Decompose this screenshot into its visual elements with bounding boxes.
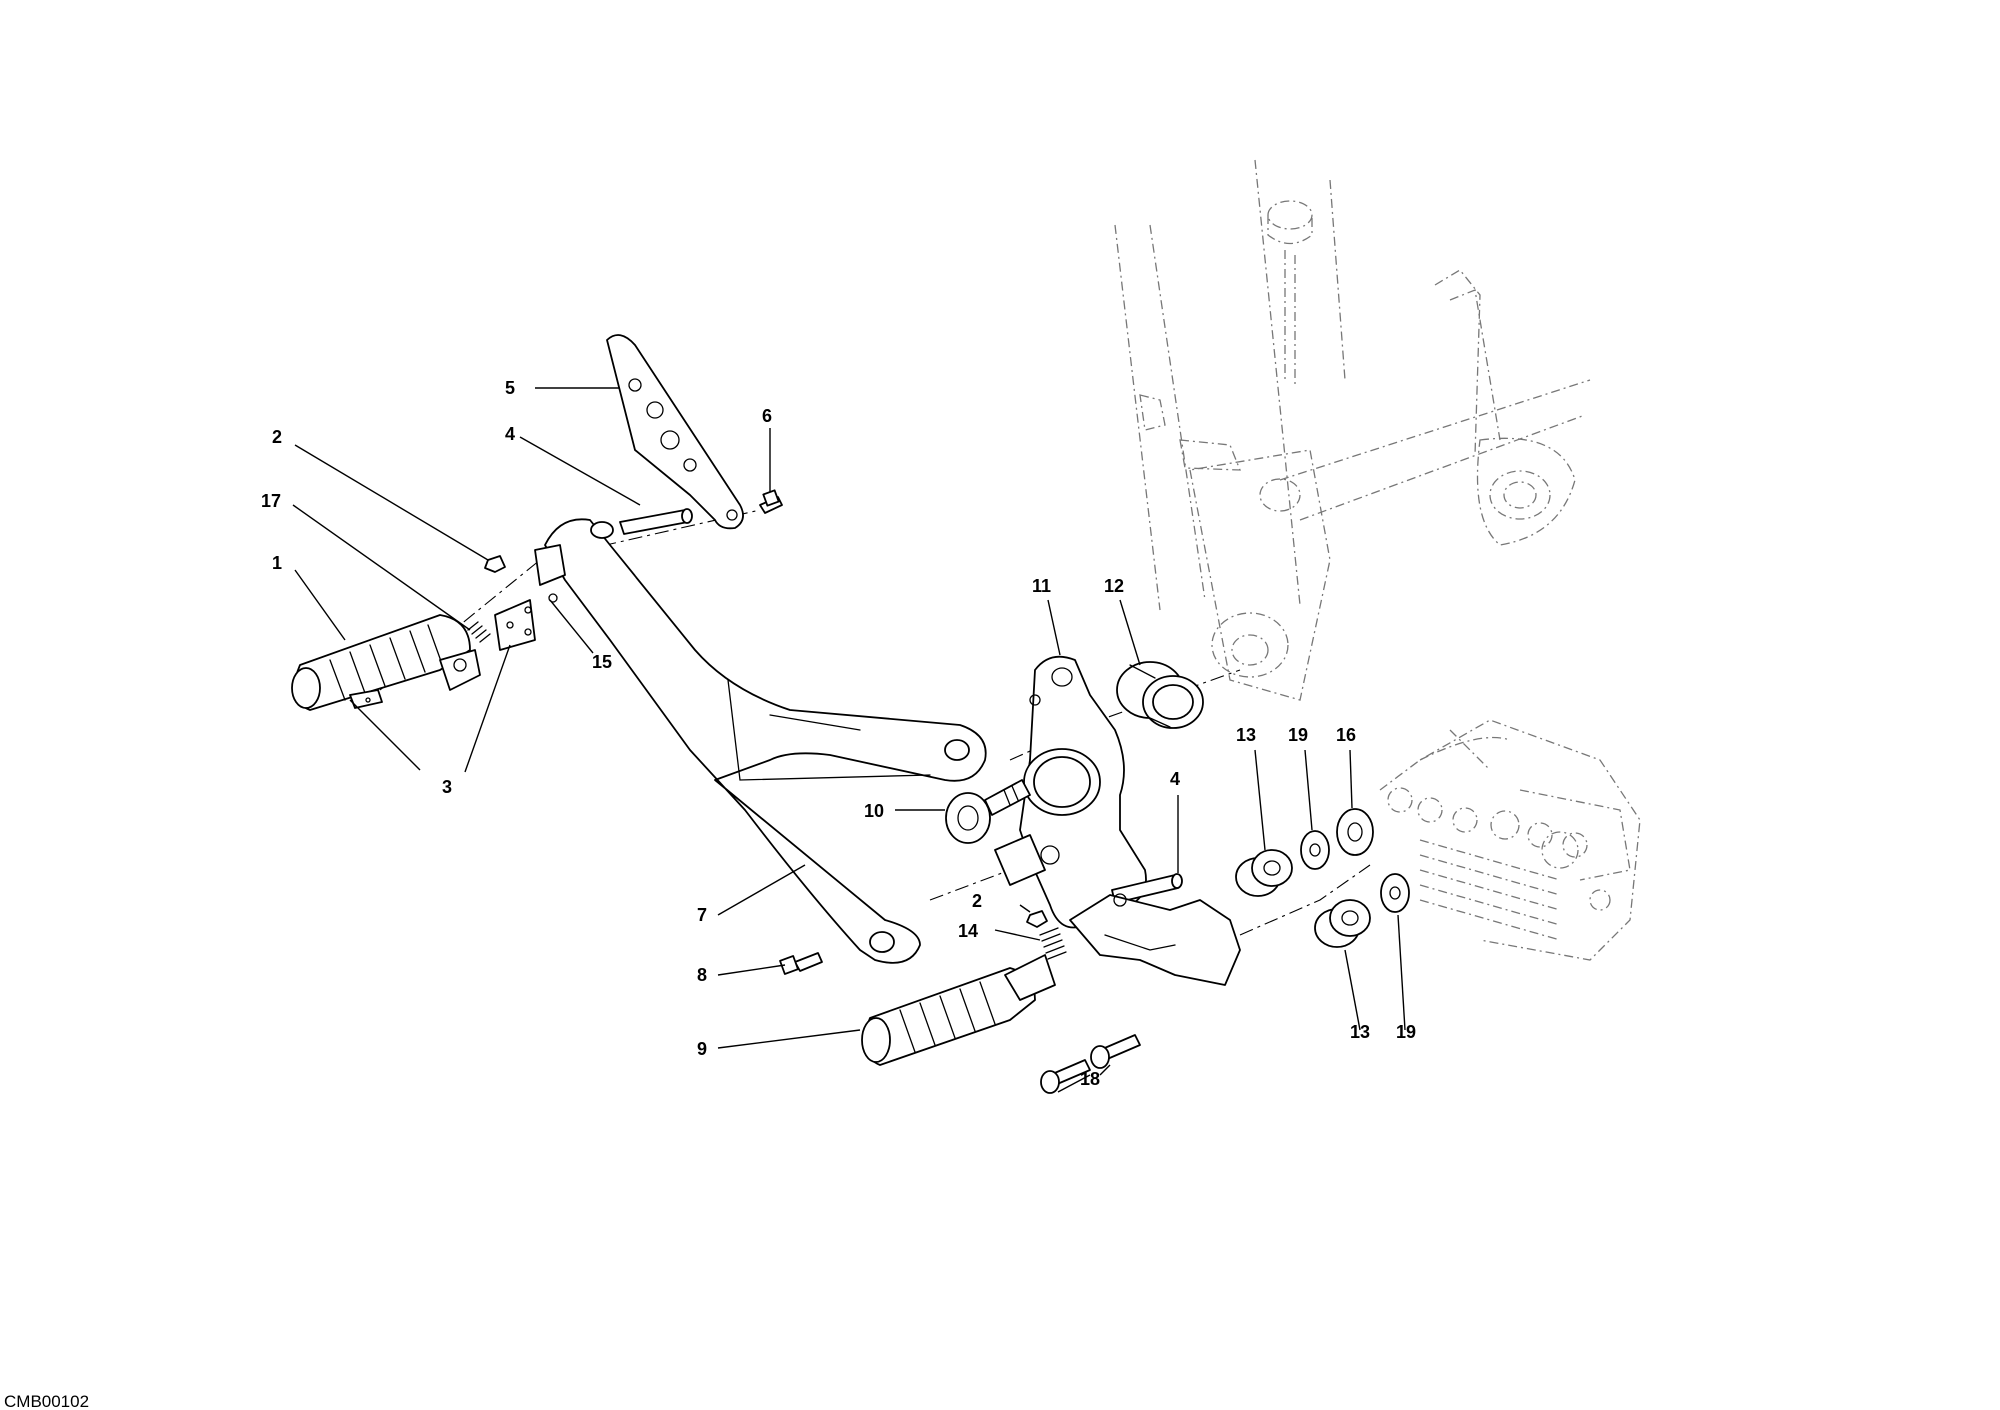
callout-17: 17 (261, 491, 281, 511)
callout-3: 3 (442, 777, 452, 797)
callout-13-upper: 13 (1236, 725, 1256, 745)
callout-18: 18 (1080, 1069, 1100, 1089)
footpeg-upper (291, 614, 481, 711)
spring-17 (467, 621, 491, 643)
assembly-axis-lower (1239, 864, 1371, 936)
bolt-8 (779, 952, 823, 975)
footpeg-lower (861, 954, 1056, 1066)
bushing-12 (1116, 661, 1204, 729)
callout-19-lower: 19 (1396, 1022, 1416, 1042)
callout-14: 14 (958, 921, 978, 941)
washer-19-lower (1380, 873, 1410, 913)
callout-8: 8 (697, 965, 707, 985)
spring-14 (1039, 927, 1067, 960)
callout-6: 6 (762, 406, 772, 426)
pivot-pin-upper (619, 508, 693, 535)
bushing-13-lower (1314, 899, 1371, 948)
nut-2-lower (1026, 910, 1048, 928)
callout-13-lower: 13 (1350, 1022, 1370, 1042)
callout-10: 10 (864, 801, 884, 821)
nut-2-upper (484, 555, 506, 573)
assembly-axis-left (379, 509, 761, 691)
bracket-arm (544, 518, 987, 964)
engine-outline (1379, 719, 1641, 961)
callout-12: 12 (1104, 576, 1124, 596)
callout-4-lower: 4 (1170, 769, 1180, 789)
callout-2-upper: 2 (272, 427, 282, 447)
pins-18 (1040, 1034, 1141, 1094)
callout-labels: 5 6 4 2 17 1 15 3 11 12 10 4 13 19 16 2 … (261, 378, 1416, 1089)
callout-15: 15 (592, 652, 612, 672)
footpeg-mount-lower (1069, 893, 1241, 986)
pivot-bolt-10 (945, 779, 1031, 844)
callout-16: 16 (1336, 725, 1356, 745)
footpeg-mount-upper (494, 544, 566, 651)
callout-11: 11 (1032, 576, 1051, 596)
callout-1: 1 (272, 553, 282, 573)
pivot-pin-lower (1111, 873, 1183, 904)
callout-5: 5 (505, 378, 515, 398)
frame-outline (1114, 159, 1591, 701)
mounting-plate (994, 655, 1147, 929)
callout-4-upper: 4 (505, 424, 515, 444)
callout-9: 9 (697, 1039, 707, 1059)
bolt-6 (759, 489, 783, 514)
callout-2-lower: 2 (972, 891, 982, 911)
leader-lines (292, 387, 1406, 1093)
drawing-code: CMB00102 (4, 1392, 89, 1410)
callout-19-upper: 19 (1288, 725, 1308, 745)
heel-guard (606, 334, 744, 530)
washer-19-upper (1300, 830, 1330, 870)
washer-16 (1336, 808, 1374, 856)
callout-7: 7 (697, 905, 707, 925)
bushing-13-upper (1235, 849, 1293, 897)
